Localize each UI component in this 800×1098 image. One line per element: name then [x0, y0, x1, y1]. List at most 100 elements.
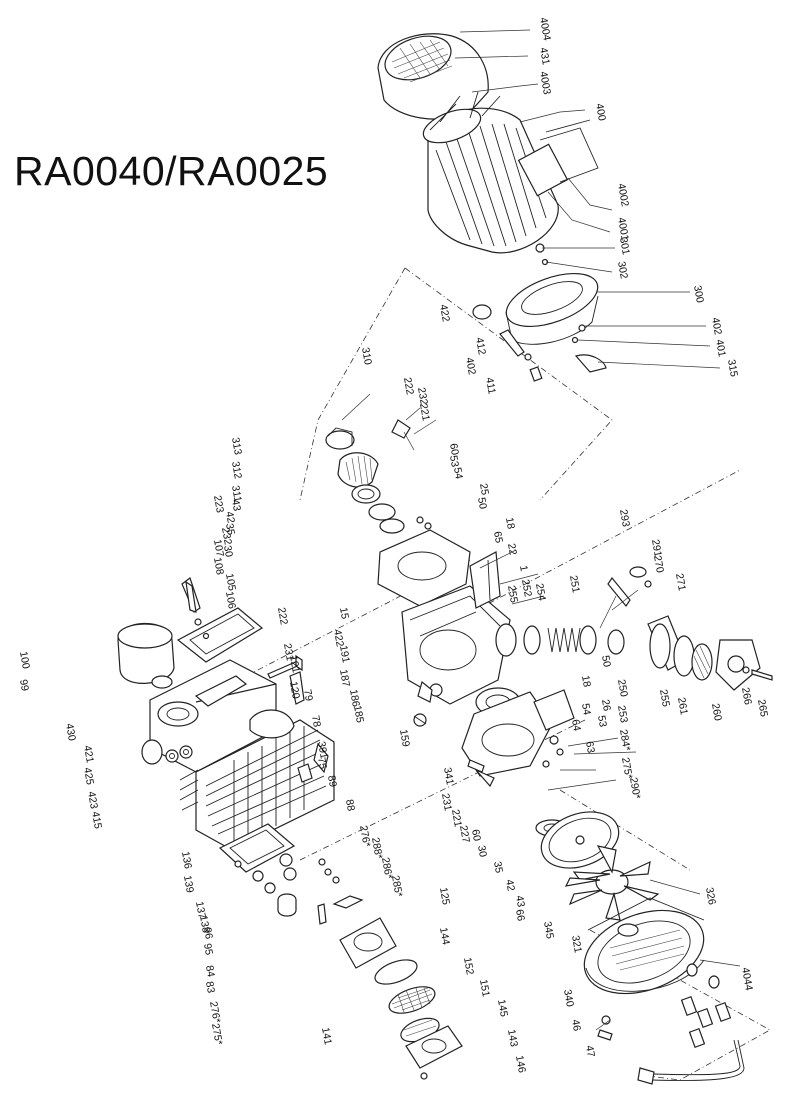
part-label-260: 260 [709, 702, 724, 721]
part-label-107: 107 [211, 538, 226, 557]
part-label-144: 144 [437, 926, 452, 945]
gas-ballast-kit [637, 963, 745, 1085]
bearing-sleeve [337, 452, 379, 488]
part-label-221b: 221 [449, 808, 464, 827]
part-label-275a: 275* [619, 756, 635, 779]
part-label-186: 186 [347, 688, 362, 707]
part-label-227: 227 [457, 824, 472, 843]
part-label-53b: 53 [595, 714, 609, 728]
motor-fan-cowl [377, 33, 489, 120]
part-label-50b: 50 [599, 654, 613, 668]
part-label-79: 79 [301, 688, 315, 702]
part-label-146: 146 [513, 1054, 528, 1073]
part-label-25: 25 [477, 482, 491, 496]
part-label-276a: 276* [357, 824, 373, 847]
part-label-402a: 402 [709, 316, 724, 335]
part-label-18a: 18 [503, 516, 517, 530]
part-label-137: 137 [193, 900, 208, 919]
part-label-143: 143 [505, 1028, 520, 1047]
part-label-276b: 276* [207, 1000, 223, 1023]
part-label-125: 125 [437, 886, 452, 905]
part-label-341: 341 [441, 766, 456, 785]
part-label-300: 300 [691, 284, 706, 303]
part-label-255a: 255 [505, 584, 520, 603]
part-label-138: 138 [197, 914, 212, 933]
part-label-4004: 4004 [537, 16, 553, 41]
part-label-321: 321 [569, 934, 584, 953]
part-label-50a: 50 [475, 496, 489, 510]
part-label-423: 423 [85, 790, 100, 809]
oil-casing [117, 577, 340, 925]
part-label-293: 293 [617, 508, 632, 527]
part-label-100: 100 [17, 650, 32, 669]
part-label-286: 286* [379, 856, 395, 879]
part-label-96: 96 [201, 926, 215, 940]
part-label-42b: 42 [503, 878, 517, 892]
part-label-141: 141 [319, 1026, 334, 1045]
part-label-252: 252 [519, 578, 534, 597]
part-label-42a: 42 [223, 510, 237, 524]
part-label-63: 63 [583, 740, 597, 754]
part-label-78: 78 [309, 714, 323, 728]
part-label-88: 88 [343, 798, 357, 812]
part-label-35b: 35 [491, 860, 505, 874]
part-label-400: 400 [593, 102, 608, 121]
seal-ring [368, 503, 396, 521]
part-label-271: 271 [673, 572, 688, 591]
part-label-83: 83 [203, 980, 217, 994]
part-label-60a: 60 [447, 442, 461, 456]
part-label-270: 270 [651, 554, 666, 573]
part-label-145: 145 [495, 998, 510, 1017]
part-label-250: 250 [615, 678, 630, 697]
part-label-231b: 231 [439, 792, 454, 811]
part-label-421: 421 [81, 744, 96, 763]
part-label-30a: 30 [221, 544, 235, 558]
part-label-412: 412 [473, 336, 488, 355]
end-plate-rotor [461, 687, 575, 837]
part-label-340: 340 [561, 988, 576, 1007]
part-label-22: 22 [505, 542, 519, 556]
part-label-232b: 232 [219, 526, 234, 545]
part-label-291: 291 [649, 538, 664, 557]
sight-glass [141, 739, 193, 765]
part-label-120: 120 [287, 680, 302, 699]
coupling-assembly [325, 419, 432, 534]
part-label-106: 106 [223, 590, 238, 609]
part-label-261: 261 [675, 696, 690, 715]
part-label-255b: 255 [657, 688, 672, 707]
part-label-222b: 222 [275, 606, 290, 625]
oil-gauge-rod [607, 576, 631, 608]
part-label-121: 121 [287, 654, 302, 673]
part-label-223: 223 [211, 494, 226, 513]
part-label-265: 265 [755, 698, 770, 717]
part-label-152: 152 [461, 956, 476, 975]
part-label-159: 159 [397, 728, 412, 747]
part-label-415: 415 [89, 810, 104, 829]
part-label-251: 251 [567, 574, 582, 593]
part-label-222: 222 [401, 376, 416, 395]
inlet-flange-stack [332, 895, 463, 1080]
part-label-221a: 221 [417, 402, 432, 421]
part-label-185: 185 [351, 704, 366, 723]
bearing-ring [351, 484, 381, 504]
part-label-47: 47 [583, 1044, 597, 1058]
part-label-312: 312 [229, 460, 244, 479]
part-label-253: 253 [615, 704, 630, 723]
part-label-422b: 422 [331, 628, 346, 647]
part-label-232a: 232 [415, 386, 430, 405]
part-label-30b: 30 [475, 844, 489, 858]
part-label-35a: 35 [223, 522, 237, 536]
part-label-89: 89 [325, 774, 339, 788]
part-label-422: 422 [437, 303, 452, 322]
part-label-105: 105 [223, 572, 238, 591]
part-label-285: 285* [389, 874, 405, 897]
part-label-151: 151 [477, 978, 492, 997]
fan-assembly [540, 811, 705, 1041]
part-label-401: 401 [713, 338, 728, 357]
fan-cover [583, 897, 705, 995]
part-label-430: 430 [63, 722, 78, 741]
part-label-54b: 54 [579, 702, 593, 716]
part-label-53a: 53 [447, 454, 461, 468]
part-label-425: 425 [81, 766, 96, 785]
